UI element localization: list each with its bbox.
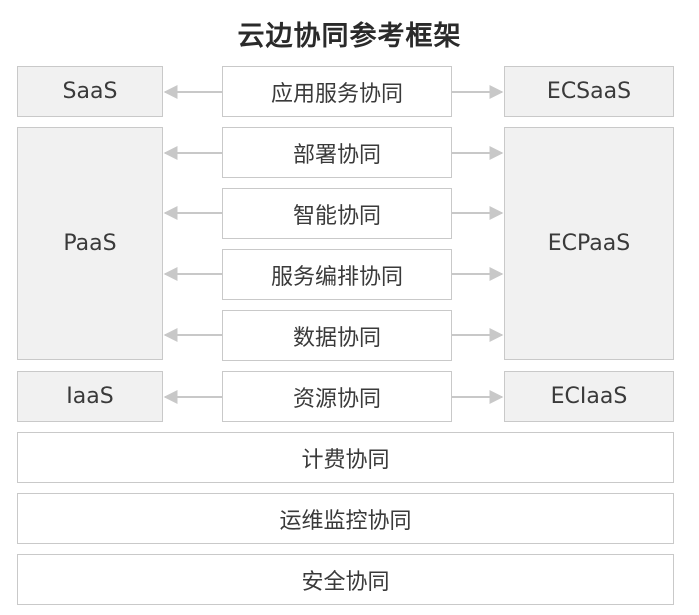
billing-sync-box: 计费协同 [17,432,674,483]
data-sync-box: 数据协同 [222,310,452,361]
ops-monitoring-sync-box: 运维监控协同 [17,493,674,544]
eciaas-box: ECIaaS [504,371,674,422]
app-service-sync-box: 应用服务协同 [222,66,452,117]
saas-box: SaaS [17,66,163,117]
service-orchestration-sync-box: 服务编排协同 [222,249,452,300]
ecsaas-box: ECSaaS [504,66,674,117]
iaas-box: IaaS [17,371,163,422]
deployment-sync-box: 部署协同 [222,127,452,178]
diagram-title: 云边协同参考框架 [237,21,462,52]
security-sync-box: 安全协同 [17,554,674,605]
intelligence-sync-box: 智能协同 [222,188,452,239]
paas-box: PaaS [17,127,163,360]
resource-sync-box: 资源协同 [222,371,452,422]
ecpaas-box: ECPaaS [504,127,674,360]
